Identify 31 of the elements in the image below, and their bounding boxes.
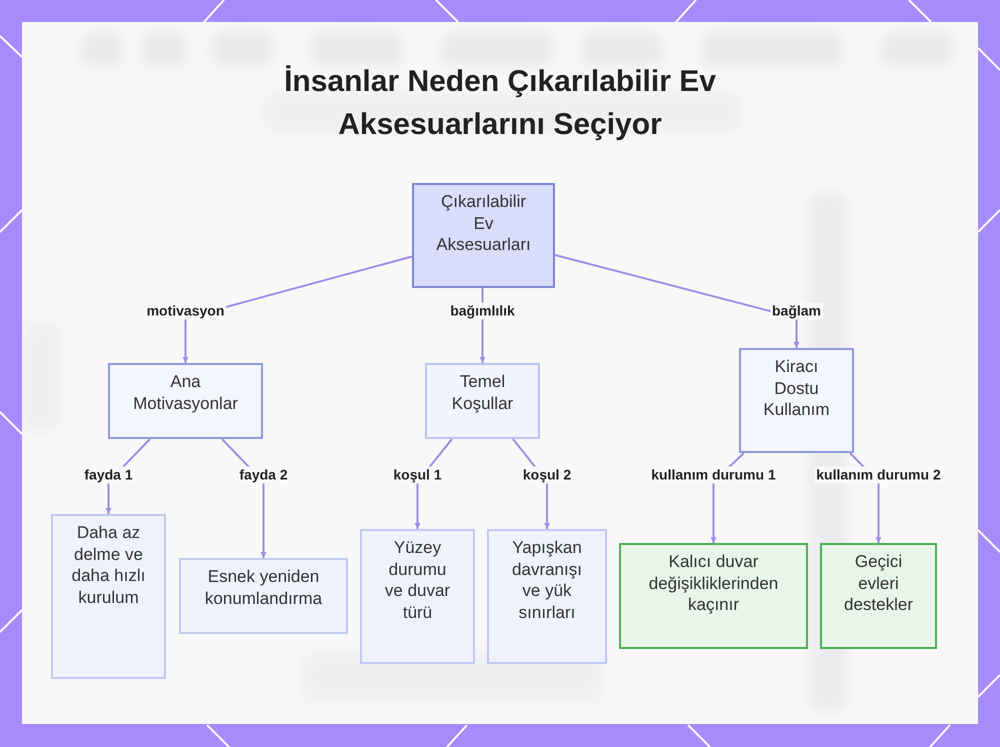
node-text: Çıkarılabilir Ev Aksesuarları	[435, 191, 532, 256]
edge-label: koşul 1	[391, 466, 444, 484]
node-text: Yapışkan davranışı ve yük sınırları	[511, 537, 583, 623]
edge-label: bağımlılık	[448, 302, 517, 320]
node-text: Daha az delme ve daha hızlı kurulum	[70, 522, 146, 608]
process-box	[51, 514, 166, 679]
edge-label: kullanım durumu 1	[649, 466, 778, 484]
edge-label: bağlam	[770, 302, 823, 320]
node-text: Ana Motivasyonlar	[132, 371, 239, 414]
node-text: Yüzey durumu ve duvar türü	[384, 537, 452, 623]
process-box	[820, 543, 937, 649]
process-box	[108, 363, 263, 439]
edge-label: koşul 2	[520, 466, 574, 484]
process-box	[487, 529, 607, 664]
node-text: Esnek yeniden konumlandırma	[204, 566, 324, 609]
node-text: Temel Koşullar	[450, 371, 514, 414]
process-box	[179, 558, 348, 634]
process-box	[360, 529, 475, 664]
process-box	[425, 363, 540, 439]
process-box	[619, 543, 808, 649]
edge-label: fayda 2	[237, 466, 290, 484]
process-box	[739, 348, 854, 453]
node-text: Kalıcı duvar değişikliklerinden kaçınır	[648, 551, 780, 616]
diagram-title: İnsanlar Neden Çıkarılabilir Ev Aksesuarlarını Seçiyor	[283, 64, 717, 143]
node-text: Geçici evleri destekler	[843, 551, 914, 616]
process-box	[412, 183, 555, 288]
edge-label: motivasyon	[144, 302, 226, 320]
edge-label: fayda 1	[82, 466, 135, 484]
edge-label: kullanım durumu 2	[814, 466, 943, 484]
node-text: Kiracı Dostu Kullanım	[762, 356, 831, 420]
connector-line	[554, 254, 800, 348]
